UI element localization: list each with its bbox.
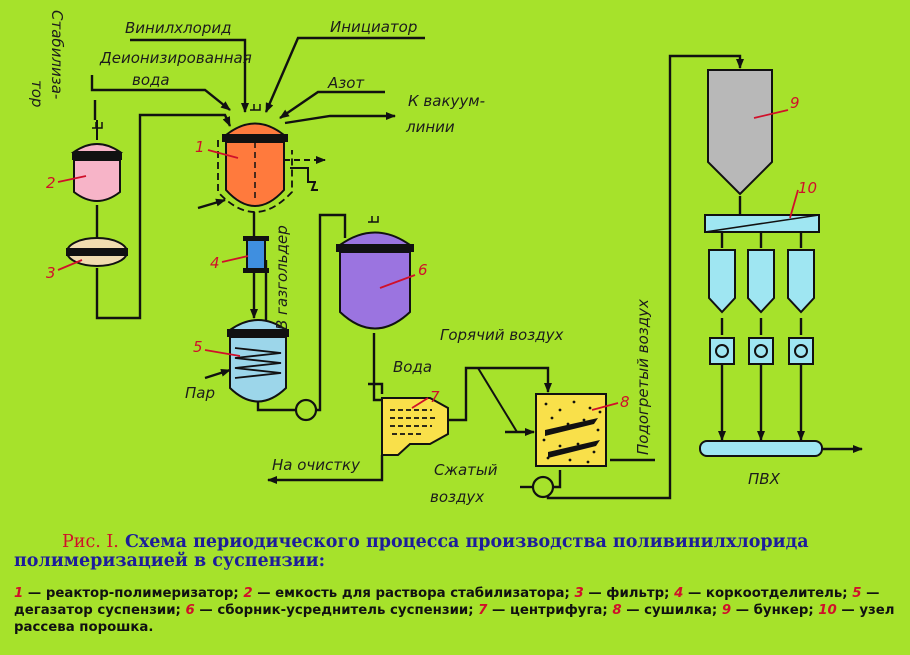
suspension-degasser	[226, 319, 290, 403]
label-vinyl-chloride: Винилхлорид	[125, 19, 231, 37]
number-1: 1	[195, 138, 205, 156]
suspension-collector	[336, 216, 414, 330]
legend-text: — бункер;	[731, 603, 819, 618]
legend-text: — сборник-усреднитель суспензии;	[194, 603, 479, 618]
centrifuge-to-dryer-line	[448, 366, 552, 422]
number-pointers	[57, 109, 799, 411]
water-feed-line	[90, 75, 231, 111]
legend-text: — узел рассева порошка.	[14, 603, 895, 635]
filter-to-reactor-line	[95, 113, 232, 320]
hot-air-pointer	[477, 367, 518, 433]
pvc-collector	[699, 440, 823, 457]
label-stabilizer-2: тор	[28, 80, 46, 107]
vacuum-line	[284, 112, 396, 125]
nitrogen-line	[279, 90, 385, 119]
vinyl-chloride-line	[130, 38, 249, 113]
legend-text: — коркоотделитель;	[683, 586, 853, 601]
initiator-line	[264, 36, 425, 113]
dryer	[535, 393, 607, 467]
collector-to-centrifuge-line	[372, 333, 387, 402]
legend-item: 9 — бункер;	[722, 603, 818, 618]
stabilizer-tank	[70, 120, 124, 202]
number-7: 7	[430, 388, 440, 406]
figure-legend: 1 — реактор-полимеризатор; 2 — емкость д…	[14, 585, 900, 636]
legend-item: 7 — центрифуга;	[478, 603, 612, 618]
figure-caption: Рис. I. Схема периодического процесса пр…	[14, 533, 898, 571]
pump-to-collector-line	[316, 213, 347, 412]
legend-item: 8 — сушилка;	[612, 603, 722, 618]
caption-title: Схема периодического процесса производст…	[14, 532, 809, 571]
number-4: 4	[210, 254, 220, 272]
process-flow-diagram: Винилхлорид Деионизированная вода Инициа…	[28, 10, 863, 506]
cork-separator	[243, 236, 269, 273]
legend-number: 7	[478, 603, 488, 618]
legend-text: — реактор-полимеризатор;	[23, 586, 244, 601]
legend-item: 3 — фильтр;	[574, 586, 674, 601]
reactor-heat-inlet	[197, 198, 226, 210]
label-compressed-air-1: Сжатый	[434, 461, 498, 479]
pump-circle-2	[531, 475, 555, 499]
degasser-outlet-line	[256, 402, 296, 412]
legend-number: 8	[612, 603, 622, 618]
caption-figure-number: Рис. I.	[62, 532, 119, 552]
label-deionized-water: Деионизированная	[99, 49, 252, 67]
water-to-centrifuge-line	[368, 382, 384, 394]
label-stabilizer-1: Стабилиза-	[48, 10, 66, 99]
label-initiator: Инициатор	[330, 18, 417, 36]
legend-text: — центрифуга;	[487, 603, 613, 618]
legend-text: — сушилка;	[621, 603, 722, 618]
legend-number: 1	[14, 586, 24, 601]
legend-item: 5 — дегазатор суспензии;	[14, 586, 879, 618]
legend-text: — емкость для раствора стабилизатора;	[252, 586, 575, 601]
number-8: 8	[620, 393, 630, 411]
pump-circle-1	[294, 398, 318, 422]
reactor-polymerizer	[217, 104, 293, 213]
powder-sieve-unit	[699, 214, 823, 457]
label-compressed-air-2: воздух	[430, 488, 484, 506]
number-9: 9	[790, 94, 800, 112]
label-preheated-air: Подогретый воздух	[634, 299, 652, 455]
legend-number: 2	[243, 586, 253, 601]
legend-number: 4	[674, 586, 684, 601]
legend-item: 4 — коркоотделитель;	[674, 586, 852, 601]
legend-number: 6	[185, 603, 195, 618]
label-deionized-water-2: вода	[132, 71, 170, 89]
steam-inlet	[204, 368, 231, 380]
label-vacuum-1: К вакуум-	[408, 92, 485, 110]
legend-number: 9	[721, 603, 732, 618]
blower-to-dryer-line	[553, 470, 562, 489]
label-hot-air: Горячий воздух	[440, 326, 563, 344]
to-cleaning-line	[267, 455, 384, 484]
filter	[66, 237, 128, 267]
legend-number: 5	[852, 586, 862, 601]
label-to-cleaning: На очистку	[272, 456, 361, 474]
legend-item: 1 — реактор-полимеризатор;	[14, 586, 243, 601]
label-nitrogen: Азот	[327, 74, 365, 92]
number-5: 5	[193, 338, 203, 356]
label-gasholder: В газгольдер	[273, 225, 291, 330]
number-6: 6	[418, 261, 428, 279]
jacket-drip	[310, 181, 318, 191]
number-3: 3	[46, 264, 56, 282]
legend-text: — дегазатор суспензии;	[14, 586, 880, 618]
number-2: 2	[46, 174, 56, 192]
legend-item: 6 — сборник-усреднитель суспензии;	[186, 603, 479, 618]
label-vacuum-2: линии	[405, 118, 455, 136]
legend-number: 3	[574, 586, 584, 601]
legend-number: 10	[818, 603, 837, 618]
number-10: 10	[798, 179, 817, 197]
hopper	[707, 69, 773, 196]
legend-item: 2 — емкость для раствора стабилизатора;	[243, 586, 574, 601]
reactor-jacket-return	[290, 167, 316, 183]
label-water: Вода	[393, 358, 432, 376]
label-steam: Пар	[185, 384, 215, 402]
label-pvc: ПВХ	[748, 470, 781, 488]
centrifuge	[381, 397, 449, 456]
legend-text: — фильтр;	[583, 586, 675, 601]
legend-item: 10 — узел рассева порошка.	[14, 603, 895, 635]
